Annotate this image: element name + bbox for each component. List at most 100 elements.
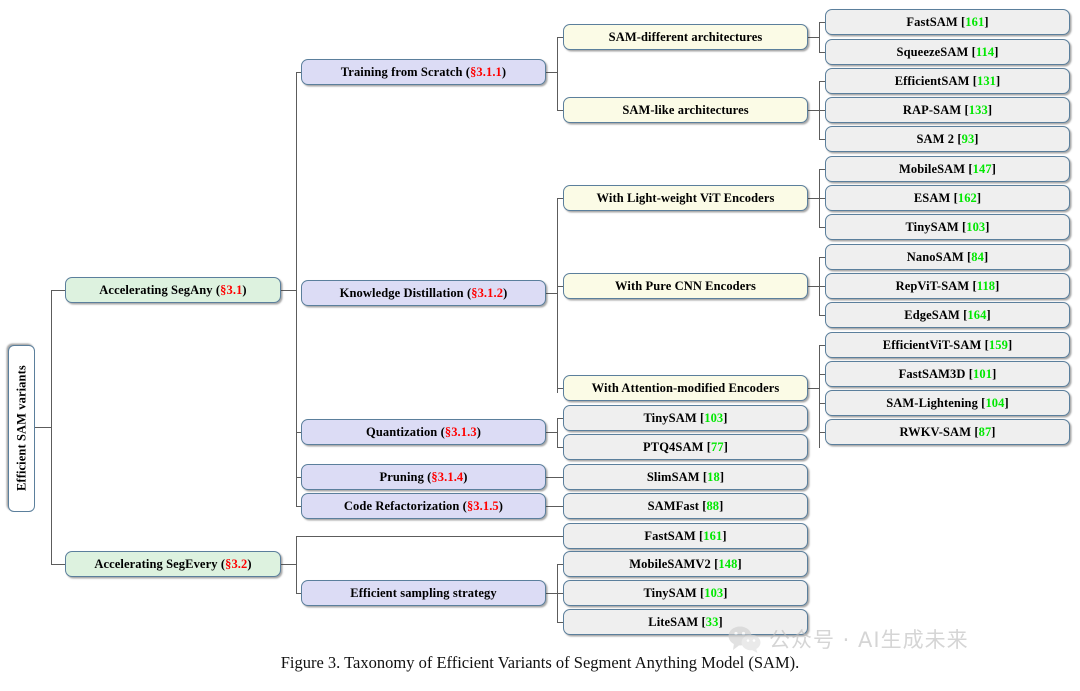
connector bbox=[557, 447, 566, 449]
connector bbox=[808, 37, 820, 39]
leaf-tinysam-kd[interactable]: TinySAM [103] bbox=[825, 214, 1070, 240]
node-efficient-sampling-strategy[interactable]: Efficient sampling strategy bbox=[301, 580, 546, 606]
leaf-slimsam[interactable]: SlimSAM [18] bbox=[563, 464, 808, 490]
connector bbox=[819, 198, 828, 200]
leaf-efficientvit-sam[interactable]: EfficientViT-SAM [159] bbox=[825, 332, 1070, 358]
root-node-efficient-sam-variants[interactable]: Efficient SAM variants bbox=[8, 345, 35, 512]
connector bbox=[819, 22, 828, 24]
connector bbox=[51, 564, 65, 566]
connector bbox=[557, 418, 559, 448]
node-with-light-weight-vit-encoders[interactable]: With Light-weight ViT Encoders bbox=[563, 185, 808, 211]
connector bbox=[819, 139, 828, 141]
node-label: Quantization (§3.1.3) bbox=[366, 424, 481, 439]
connector bbox=[557, 198, 559, 393]
connector bbox=[819, 374, 828, 376]
connector bbox=[557, 564, 566, 566]
leaf-label: TinySAM [103] bbox=[643, 410, 728, 425]
leaf-esam[interactable]: ESAM [162] bbox=[825, 185, 1070, 211]
leaf-efficientsam[interactable]: EfficientSAM [131] bbox=[825, 68, 1070, 94]
connector bbox=[51, 427, 53, 565]
connector bbox=[557, 418, 566, 420]
node-label: SAM-like architectures bbox=[622, 102, 749, 117]
node-label: SAM-different architectures bbox=[608, 29, 763, 44]
node-with-attention-modified-encoders[interactable]: With Attention-modified Encoders bbox=[563, 375, 808, 401]
connector bbox=[557, 198, 566, 200]
leaf-label: MobileSAMV2 [148] bbox=[629, 556, 742, 571]
leaf-label: EdgeSAM [164] bbox=[904, 307, 991, 322]
leaf-rap-sam[interactable]: RAP-SAM [133] bbox=[825, 97, 1070, 123]
connector bbox=[296, 536, 298, 593]
connector bbox=[296, 72, 298, 291]
leaf-fastsam-segevery[interactable]: FastSAM [161] bbox=[563, 523, 808, 549]
leaf-label: TinySAM [103] bbox=[643, 585, 728, 600]
connector bbox=[51, 290, 65, 292]
leaf-label: EfficientSAM [131] bbox=[894, 73, 1001, 88]
connector bbox=[808, 388, 820, 390]
node-label: With Light-weight ViT Encoders bbox=[596, 190, 775, 205]
leaf-tinysam-sampling[interactable]: TinySAM [103] bbox=[563, 580, 808, 606]
connector bbox=[819, 315, 828, 317]
connector bbox=[281, 564, 297, 566]
node-sam-like-architectures[interactable]: SAM-like architectures bbox=[563, 97, 808, 123]
leaf-label: ESAM [162] bbox=[913, 190, 982, 205]
connector bbox=[808, 198, 820, 200]
node-label: Efficient sampling strategy bbox=[350, 585, 497, 600]
connector bbox=[546, 293, 558, 295]
node-label: With Pure CNN Encoders bbox=[615, 278, 756, 293]
leaf-label: MobileSAM [147] bbox=[899, 161, 996, 176]
leaf-sam-lightening[interactable]: SAM-Lightening [104] bbox=[825, 390, 1070, 416]
connector bbox=[819, 432, 828, 434]
leaf-label: FastSAM3D [101] bbox=[898, 366, 997, 381]
leaf-sam-2[interactable]: SAM 2 [93] bbox=[825, 126, 1070, 152]
connector bbox=[51, 290, 53, 429]
leaf-label: PTQ4SAM [77] bbox=[643, 439, 728, 454]
figure-caption: Figure 3. Taxonomy of Efficient Variants… bbox=[280, 653, 800, 672]
node-with-pure-cnn-encoders[interactable]: With Pure CNN Encoders bbox=[563, 273, 808, 299]
node-training-from-scratch[interactable]: Training from Scratch (§3.1.1) bbox=[301, 59, 546, 85]
leaf-edgesam[interactable]: EdgeSAM [164] bbox=[825, 302, 1070, 328]
leaf-mobilesam[interactable]: MobileSAM [147] bbox=[825, 156, 1070, 182]
leaf-label: SAM 2 [93] bbox=[916, 131, 979, 146]
node-sam-different-architectures[interactable]: SAM-different architectures bbox=[563, 24, 808, 50]
leaf-label: SqueezeSAM [114] bbox=[896, 44, 999, 59]
leaf-ptq4sam[interactable]: PTQ4SAM [77] bbox=[563, 434, 808, 460]
node-knowledge-distillation[interactable]: Knowledge Distillation (§3.1.2) bbox=[301, 280, 546, 306]
connector bbox=[557, 388, 566, 390]
connector bbox=[546, 593, 558, 595]
connector bbox=[819, 52, 828, 54]
leaf-squeezesam[interactable]: SqueezeSAM [114] bbox=[825, 39, 1070, 65]
connector bbox=[557, 593, 566, 595]
node-quantization[interactable]: Quantization (§3.1.3) bbox=[301, 419, 546, 445]
leaf-samfast[interactable]: SAMFast [88] bbox=[563, 493, 808, 519]
leaf-tinysam-quant[interactable]: TinySAM [103] bbox=[563, 405, 808, 431]
connector bbox=[819, 110, 828, 112]
leaf-litesam[interactable]: LiteSAM [33] bbox=[563, 609, 808, 635]
connector bbox=[546, 477, 566, 479]
leaf-label: FastSAM [161] bbox=[906, 14, 989, 29]
leaf-rwkv-sam[interactable]: RWKV-SAM [87] bbox=[825, 419, 1070, 445]
leaf-fastsam[interactable]: FastSAM [161] bbox=[825, 9, 1070, 35]
leaf-nanosam[interactable]: NanoSAM [84] bbox=[825, 244, 1070, 270]
node-accelerating-segany[interactable]: Accelerating SegAny (§3.1) bbox=[65, 277, 281, 303]
connector bbox=[35, 427, 52, 429]
node-label: With Attention-modified Encoders bbox=[591, 380, 780, 395]
leaf-fastsam3d[interactable]: FastSAM3D [101] bbox=[825, 361, 1070, 387]
connector bbox=[546, 432, 558, 434]
connector bbox=[557, 110, 566, 112]
leaf-mobilesamv2[interactable]: MobileSAMV2 [148] bbox=[563, 551, 808, 577]
node-code-refactorization[interactable]: Code Refactorization (§3.1.5) bbox=[301, 493, 546, 519]
node-label: Code Refactorization (§3.1.5) bbox=[343, 498, 504, 513]
node-pruning[interactable]: Pruning (§3.1.4) bbox=[301, 464, 546, 490]
connector bbox=[281, 290, 297, 292]
leaf-label: NanoSAM [84] bbox=[906, 249, 989, 264]
connector bbox=[819, 169, 828, 171]
leaf-label: SAM-Lightening [104] bbox=[886, 395, 1009, 410]
connector bbox=[808, 286, 820, 288]
connector bbox=[296, 290, 298, 506]
connector bbox=[819, 345, 828, 347]
leaf-label: RepViT-SAM [118] bbox=[895, 278, 1000, 293]
leaf-repvit-sam[interactable]: RepViT-SAM [118] bbox=[825, 273, 1070, 299]
connector bbox=[819, 257, 828, 259]
node-accelerating-segevery[interactable]: Accelerating SegEvery (§3.2) bbox=[65, 551, 281, 577]
